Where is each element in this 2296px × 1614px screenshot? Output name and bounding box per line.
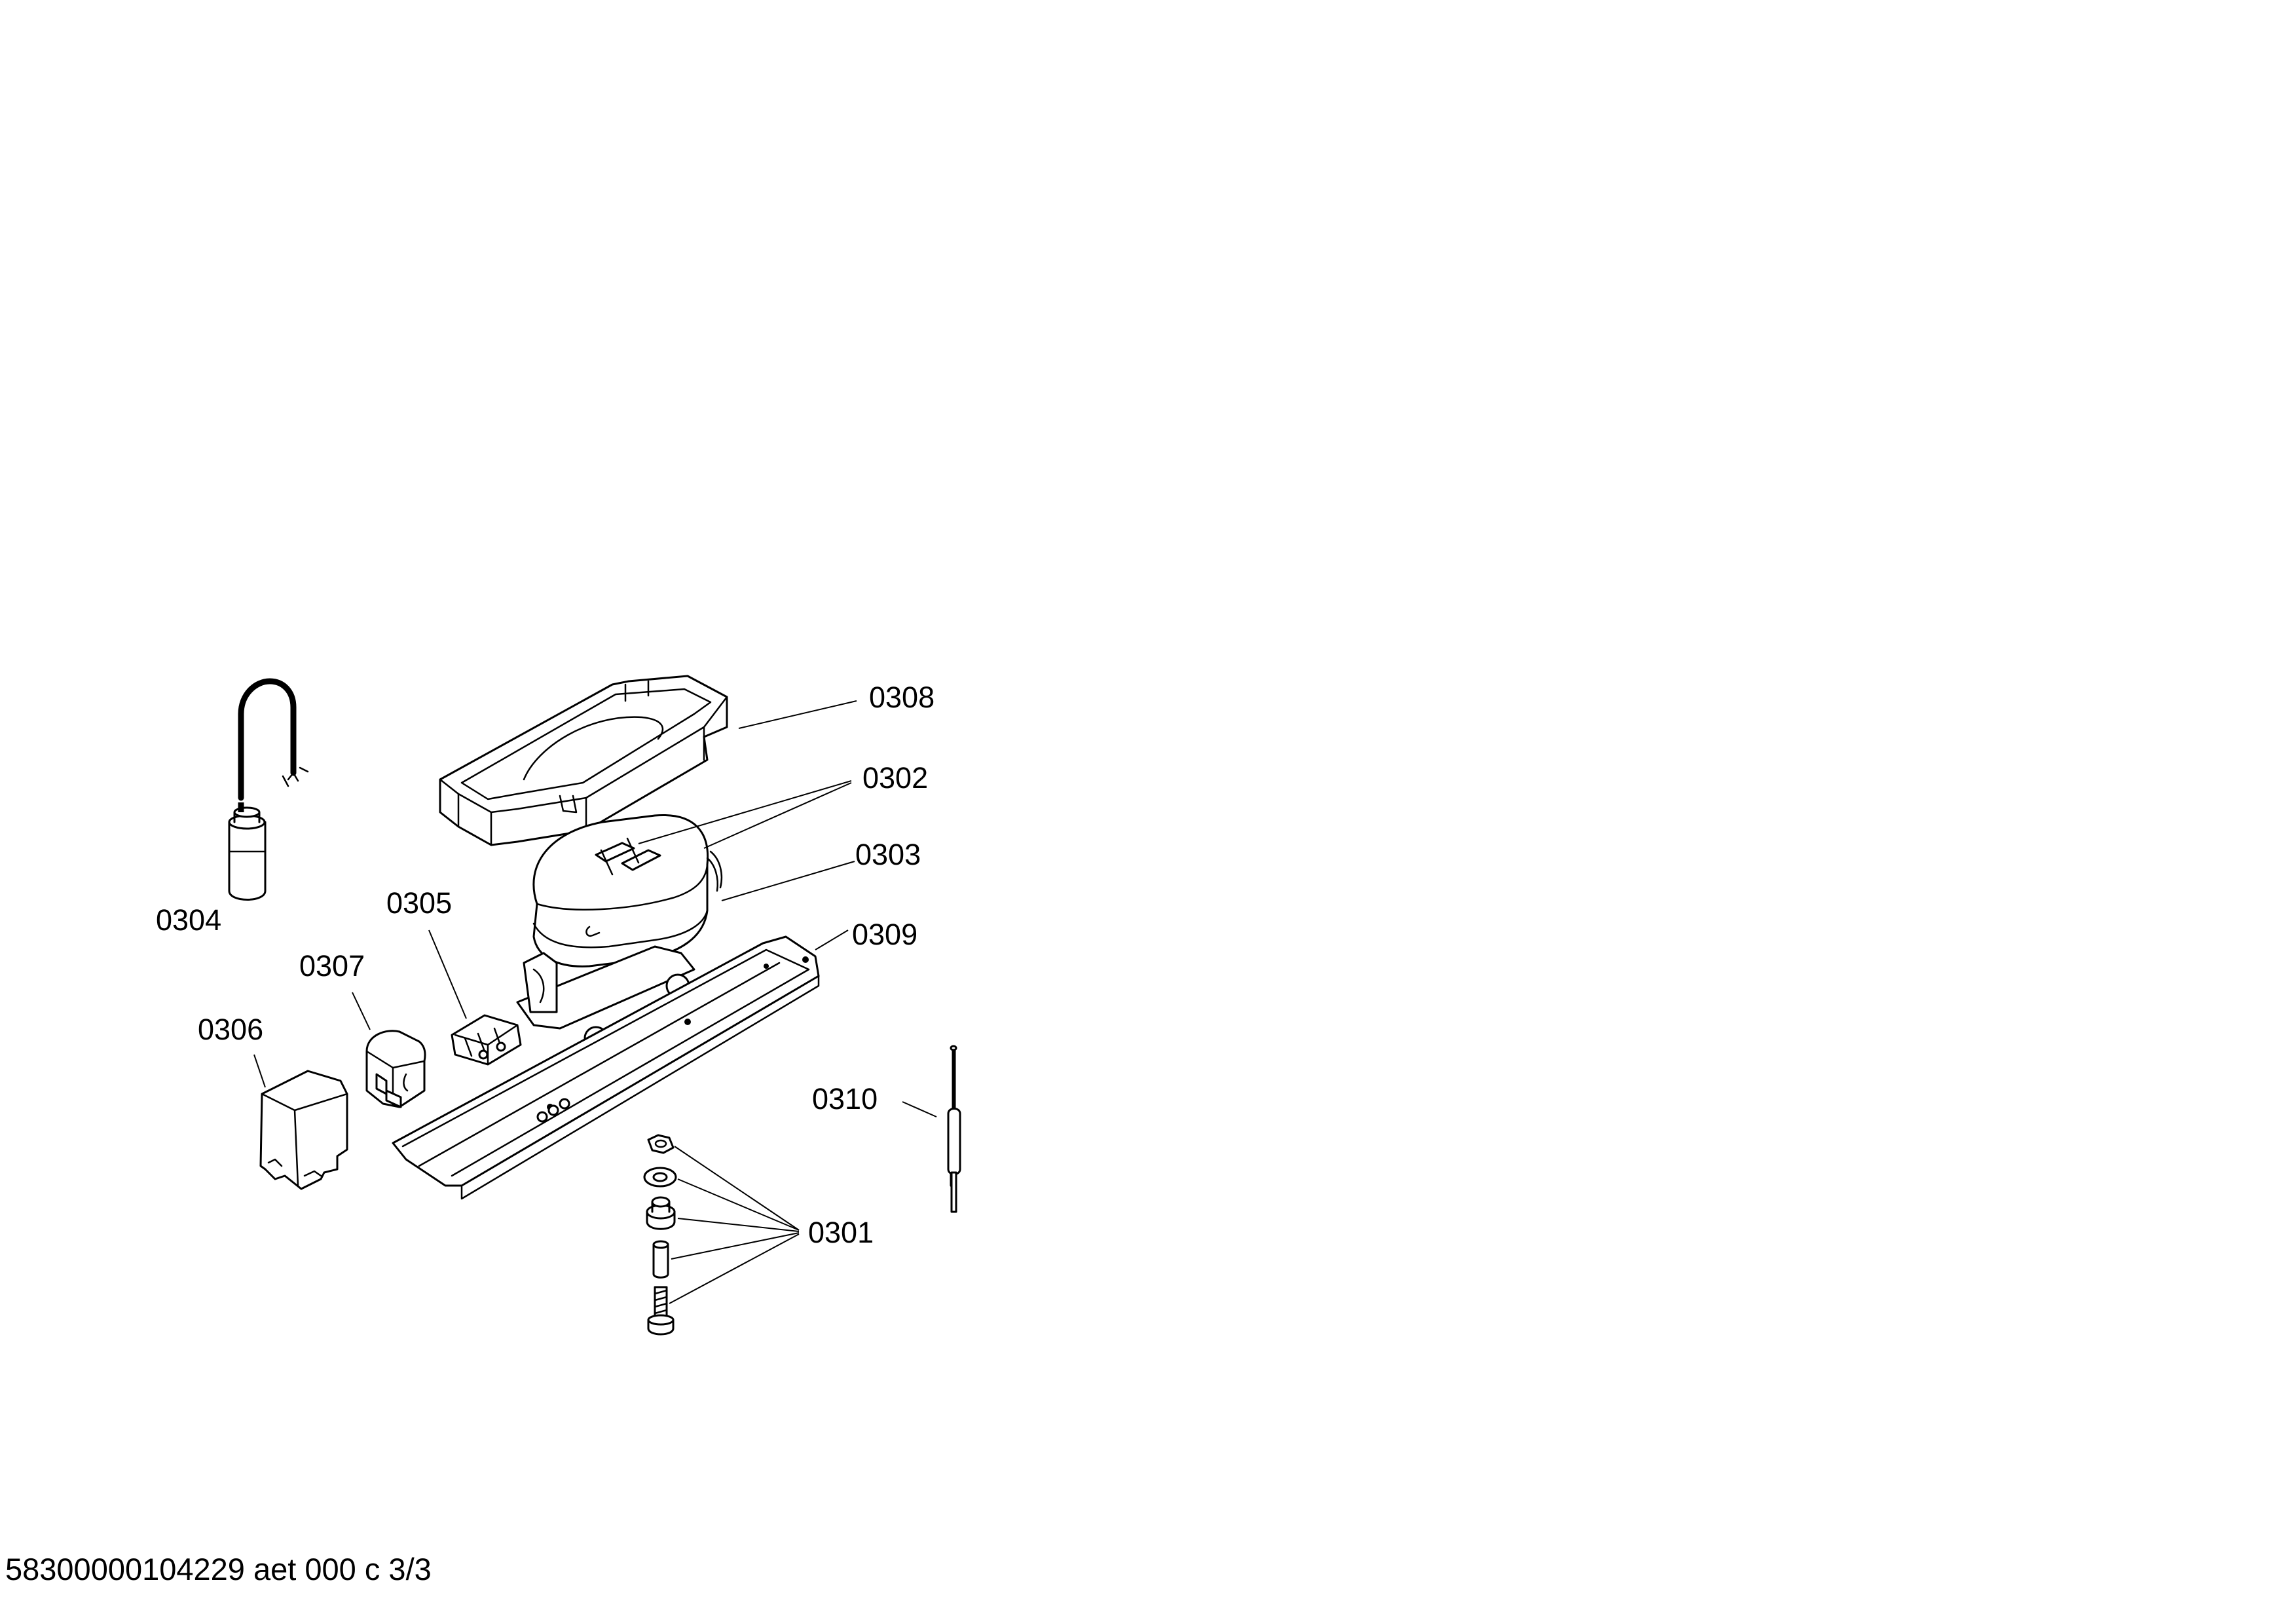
callout-0308: 0308 <box>869 681 935 714</box>
leader-lines <box>253 700 937 1304</box>
part-0309-mounting-rail <box>392 935 820 1200</box>
callout-0301: 0301 <box>808 1216 874 1249</box>
part-0307-overload-protector <box>365 1030 426 1108</box>
callout-0307: 0307 <box>299 949 365 983</box>
part-0304-capacitor <box>228 678 309 901</box>
callout-0305: 0305 <box>386 886 452 920</box>
callout-0304: 0304 <box>156 903 221 937</box>
part-0305-relay <box>451 1014 522 1066</box>
part-0308-drip-tray <box>439 675 728 846</box>
callout-0310: 0310 <box>812 1082 878 1116</box>
part-0310-filter-drier <box>947 1045 961 1213</box>
callout-0309: 0309 <box>852 918 917 951</box>
document-code-footer: 58300000104229 aet 000 c 3/3 <box>5 1552 432 1586</box>
part-0303-compressor <box>516 814 723 1051</box>
callout-0303: 0303 <box>855 838 921 871</box>
callout-0306: 0306 <box>198 1013 263 1046</box>
part-0306-terminal-cover <box>259 1070 348 1190</box>
callout-0302: 0302 <box>862 761 928 795</box>
part-0301-fastener-kit <box>643 1134 677 1336</box>
